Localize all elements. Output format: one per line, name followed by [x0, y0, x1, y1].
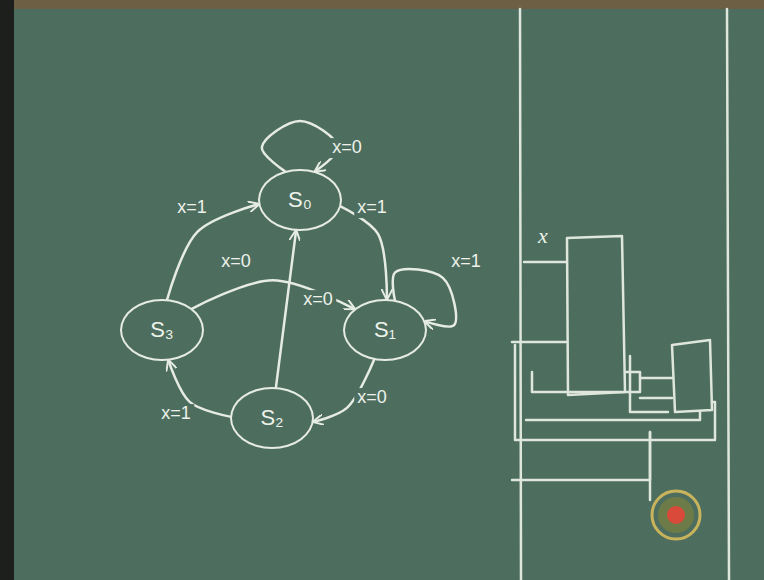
transition-arrow [341, 207, 387, 299]
state-circle: S₃ [120, 299, 204, 361]
input-condition: x=0 [218, 252, 254, 272]
input-condition: x=0 [300, 290, 336, 310]
input-wire [524, 261, 566, 264]
wire-sketch [532, 372, 640, 392]
board-frame [0, 0, 14, 580]
transition-arrow [262, 121, 338, 171]
divider-line [727, 9, 729, 580]
signal-name: x [536, 224, 550, 248]
wire-sketch [515, 345, 715, 440]
transition-arrow [393, 269, 456, 326]
block-sketch [567, 236, 625, 395]
transition-arrow [276, 231, 296, 387]
record-icon [667, 506, 685, 524]
wire-sketch [649, 432, 652, 500]
wire-sketch [640, 397, 672, 400]
state-circle: S₂ [230, 387, 314, 449]
state-name: S₃ [150, 318, 174, 342]
state-name: S₀ [288, 188, 312, 212]
state-name: S₁ [374, 318, 396, 342]
state-circle: S₁ [343, 299, 427, 361]
input-condition: x=1 [174, 198, 210, 218]
wire-sketch [526, 412, 700, 420]
state-name: S₂ [260, 406, 283, 430]
input-condition: x=1 [448, 252, 484, 272]
divider-line [520, 9, 521, 580]
record-icon [652, 491, 700, 539]
flipflop-sketch [672, 340, 712, 412]
wire-sketch [512, 341, 566, 344]
input-condition: x=0 [329, 138, 365, 158]
record-icon [658, 497, 694, 533]
wire-sketch [640, 377, 672, 380]
input-condition: x=1 [354, 198, 390, 218]
state-circle: S₀ [258, 169, 342, 231]
input-condition: x=1 [158, 404, 194, 424]
board-frame [0, 0, 764, 9]
wire-sketch [630, 356, 668, 412]
input-condition: x=0 [354, 388, 390, 408]
wire-sketch [512, 432, 650, 480]
